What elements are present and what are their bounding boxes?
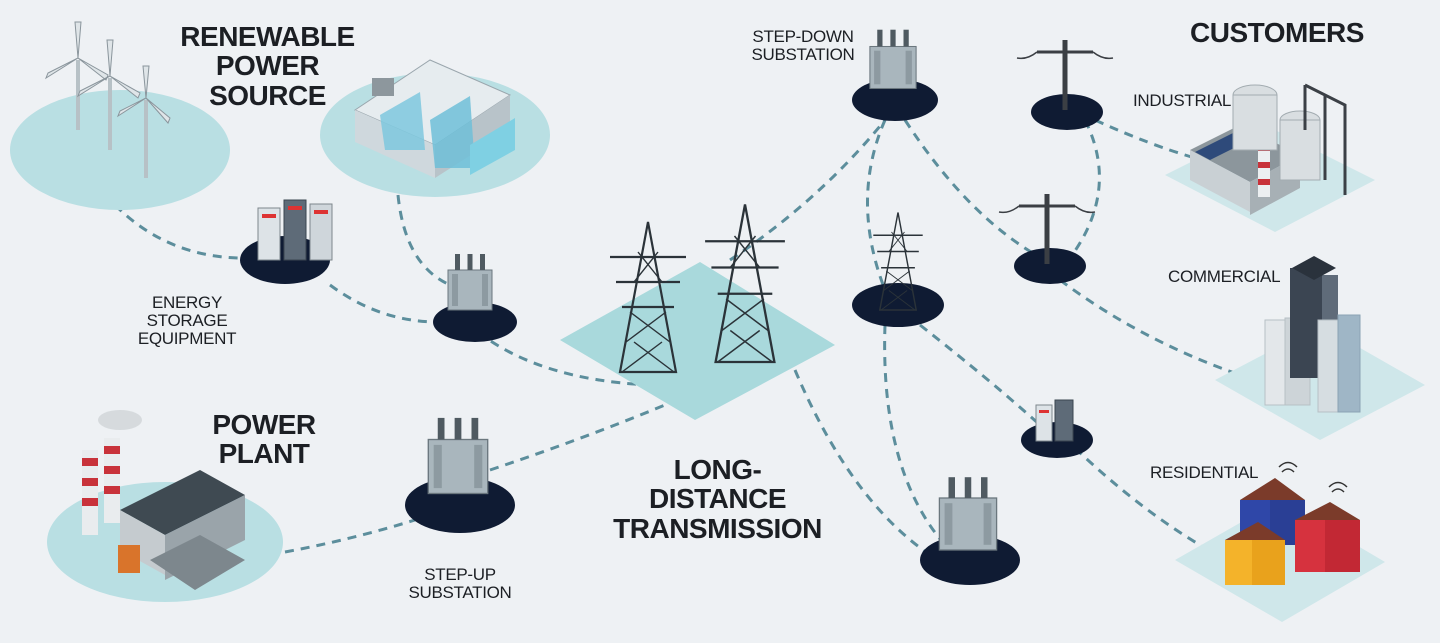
power-plant-building	[82, 410, 245, 590]
connector-wind-storage	[113, 203, 251, 260]
label-step-up-substation: STEP-UP SUBSTATION	[405, 566, 515, 602]
label-step-up-line1: STEP-UP	[424, 565, 496, 584]
label-long-distance-line1: LONG-DISTANCE	[648, 454, 787, 515]
industrial-factory	[1190, 83, 1347, 215]
label-step-up-line2: SUBSTATION	[408, 582, 512, 602]
transmission-platform	[560, 262, 835, 420]
step-up-substation	[405, 417, 515, 533]
label-industrial: INDUSTRIAL	[1133, 92, 1243, 110]
connector-lines	[113, 118, 1241, 557]
hydro-dam	[353, 59, 515, 178]
label-renewable-line2: SOURCE	[209, 79, 326, 111]
mid-tower-node	[852, 211, 944, 327]
label-long-distance-line2: TRANSMISSION	[613, 512, 822, 544]
label-customers: CUSTOMERS	[1190, 17, 1364, 48]
connector-midtower-bottomsub	[883, 324, 947, 546]
label-energy-storage-line1: ENERGY STORAGE	[146, 293, 228, 330]
label-customers-text: CUSTOMERS	[1190, 17, 1364, 48]
wind-turbines	[44, 21, 171, 178]
connector-plant-stepup	[284, 518, 416, 554]
label-renewable-power-source: RENEWABLE POWER SOURCE	[150, 22, 385, 110]
label-residential-text: RESIDENTIAL	[1150, 463, 1259, 482]
label-commercial: COMMERCIAL	[1168, 268, 1288, 286]
utility-pole-mid	[997, 192, 1097, 284]
label-commercial-text: COMMERCIAL	[1168, 267, 1281, 286]
commercial-buildings	[1264, 256, 1361, 413]
connector-storage-substation	[329, 283, 439, 324]
connector-towers-bottomsub	[793, 369, 931, 557]
wind-turbine	[76, 39, 141, 150]
battery-node	[1021, 399, 1093, 458]
connector-towers-stepdown	[729, 119, 887, 262]
connector-stepup-towers	[489, 403, 666, 472]
connector-stepdown-pole	[903, 119, 1046, 262]
label-step-down-substation: STEP-DOWN SUBSTATION	[748, 28, 858, 64]
bottom-substation	[920, 476, 1020, 585]
label-long-distance-transmission: LONG-DISTANCE TRANSMISSION	[610, 455, 825, 543]
label-renewable-line1: RENEWABLE POWER	[180, 21, 355, 82]
connector-node-residential	[1073, 446, 1206, 550]
label-power-plant-text: POWER PLANT	[212, 409, 316, 470]
connector-stepdown-midtower	[866, 119, 887, 291]
label-step-down-line1: STEP-DOWN	[752, 27, 854, 46]
connector-pole-commercial	[1059, 278, 1241, 377]
label-power-plant: POWER PLANT	[178, 410, 350, 469]
connector-pole-pole	[1068, 119, 1101, 259]
wind-turbine	[116, 65, 171, 178]
energy-storage-node	[240, 199, 333, 284]
connector-substation-towers	[477, 330, 651, 387]
residential-houses	[1225, 461, 1360, 585]
utility-pole-top	[1015, 38, 1115, 130]
connector-pole-industrial	[1094, 118, 1196, 160]
label-step-down-line2: SUBSTATION	[751, 44, 855, 64]
connector-midtower-node	[919, 323, 1042, 427]
wind-platform	[10, 90, 230, 210]
label-energy-storage-equipment: ENERGY STORAGE EQUIPMENT	[112, 294, 262, 348]
label-residential: RESIDENTIAL	[1150, 464, 1270, 482]
connector-hydro-substation	[396, 194, 451, 287]
label-energy-storage-line2: EQUIPMENT	[137, 328, 237, 348]
label-industrial-text: INDUSTRIAL	[1133, 91, 1232, 110]
substation-renewable	[433, 253, 517, 342]
step-down-substation	[852, 29, 938, 121]
